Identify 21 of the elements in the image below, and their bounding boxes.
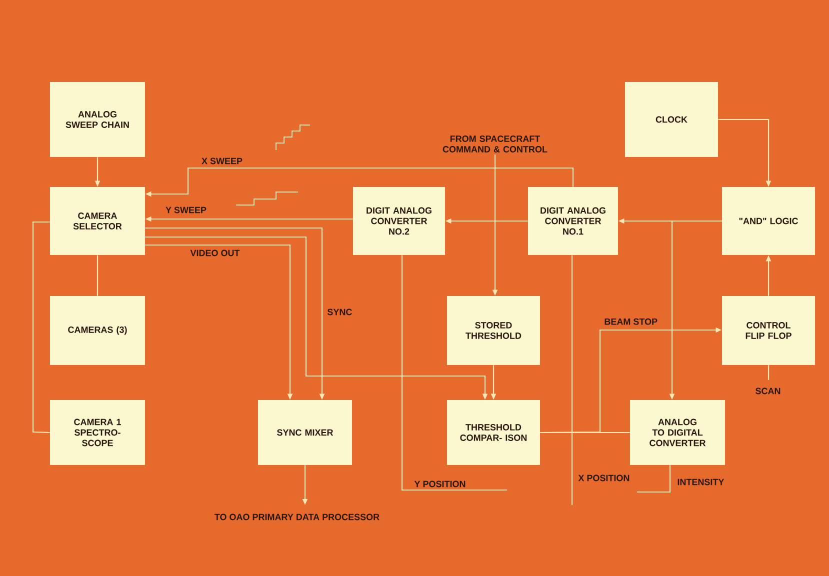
block-box: ANALOG TO DIGITAL CONVERTER xyxy=(630,400,725,465)
block-box: CAMERA SELECTOR xyxy=(50,187,145,255)
connector-line xyxy=(768,365,770,380)
block-box: CAMERAS (3) xyxy=(50,296,145,365)
block-box: THRESHOLD COMPAR- ISON xyxy=(447,400,540,465)
block-box: DIGIT ANALOG CONVERTER NO.2 xyxy=(353,187,445,255)
connector-line xyxy=(96,255,98,296)
connector-line xyxy=(540,432,630,434)
block-box: DIGIT ANALOG CONVERTER NO.1 xyxy=(528,187,618,255)
signal-source-label: FROM SPACECRAFT COMMAND & CONTROL xyxy=(442,136,548,152)
block-box: CONTROL FLIP FLOP xyxy=(722,296,815,365)
connector-line xyxy=(32,221,50,434)
block-box: CLOCK xyxy=(625,82,718,157)
block-box: "AND" LOGIC xyxy=(722,187,815,255)
block-box: SYNC MIXER xyxy=(258,400,352,465)
block-box: ANALOG SWEEP CHAIN xyxy=(50,82,145,157)
connector-line xyxy=(401,255,507,491)
block-box: STORED THRESHOLD xyxy=(447,296,540,365)
block-box: CAMERA 1 SPECTRO- SCOPE xyxy=(50,400,145,465)
connector-line xyxy=(637,465,671,493)
connector-line xyxy=(571,255,573,505)
